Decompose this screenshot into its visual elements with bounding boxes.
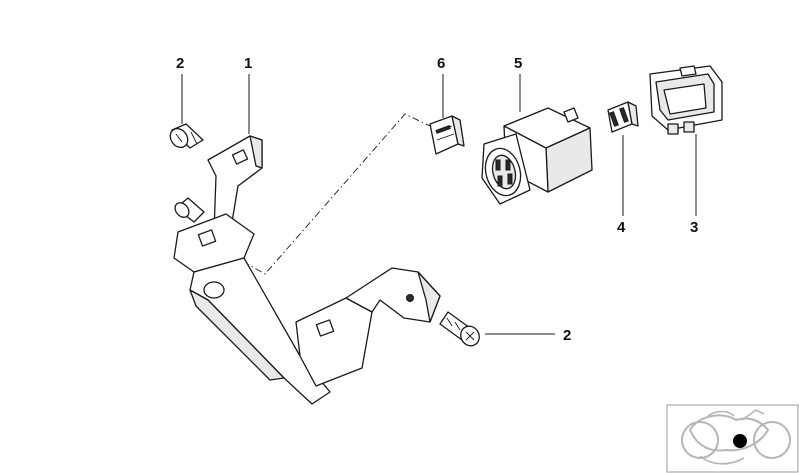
callout-2-top-label: 2 — [176, 55, 184, 72]
blade-fuse — [607, 101, 639, 133]
screw-right — [439, 311, 480, 347]
retaining-clip — [429, 115, 465, 155]
leader-lines — [181, 74, 697, 335]
relay-module — [481, 107, 593, 205]
callout-5-label: 5 — [514, 55, 522, 72]
callout-6-label: 6 — [437, 55, 445, 72]
location-marker — [733, 434, 747, 448]
callout-2-right-label: 2 — [563, 327, 571, 344]
mounting-bracket — [173, 135, 441, 405]
motorcycle-locator-icon — [681, 409, 791, 465]
motorcycle-locator-thumbnail — [666, 404, 799, 473]
callout-4-label: 4 — [617, 219, 626, 236]
callout-3-label: 3 — [690, 219, 698, 236]
fuse-holder — [649, 65, 723, 135]
screw-top — [169, 123, 204, 149]
callout-1-label: 1 — [244, 55, 252, 72]
